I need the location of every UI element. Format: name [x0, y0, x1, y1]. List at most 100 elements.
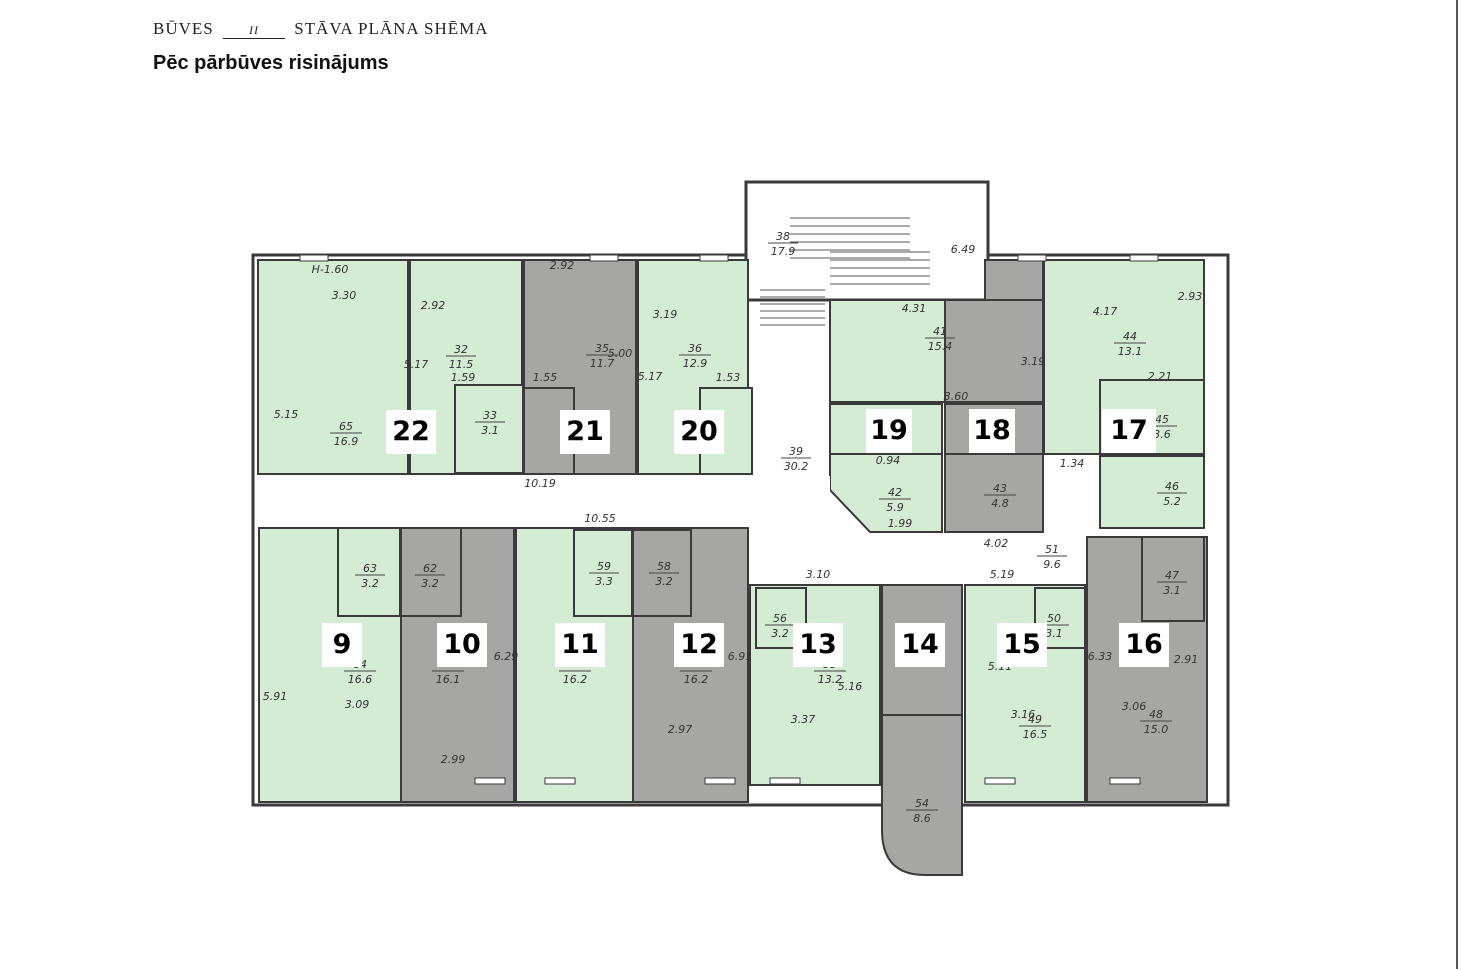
area-label-number: 51: [1045, 543, 1059, 556]
area-label-number: 33: [483, 409, 497, 422]
room-number-code: 44: [1123, 330, 1137, 343]
dimension-label: 3.30: [332, 289, 357, 302]
room-area-value: 16.5: [1023, 728, 1048, 741]
room-area-value: 5.9: [886, 501, 904, 514]
dimension-label: 5.17: [638, 370, 663, 383]
window-mark: [1129, 254, 1159, 262]
window-mark: [1109, 777, 1141, 785]
room-number-label-10: 10: [437, 623, 487, 667]
window-mark: [704, 777, 736, 785]
area-label-value: 11.5: [449, 358, 474, 371]
room-number-code: 36: [688, 342, 702, 355]
area-label-value: 3.1: [1045, 627, 1063, 640]
room-number-code: 65: [339, 420, 353, 433]
dimension-label: 6.49: [951, 243, 976, 256]
area-label-value: 3.2: [655, 575, 673, 588]
dimension-label: 2.92: [421, 299, 446, 312]
room-number-code: 42: [888, 486, 902, 499]
dimension-label: 4.17: [1093, 305, 1118, 318]
area-label-value: 9.6: [1043, 558, 1061, 571]
area-label-value: 3.6: [1153, 428, 1171, 441]
room-number-code: 48: [1149, 708, 1163, 721]
area-label-number: 39: [789, 445, 803, 458]
room-number-code: 35: [595, 342, 609, 355]
area-label-number: 41: [933, 325, 947, 338]
dimension-label: 3.37: [791, 713, 816, 726]
dimension-label: 3.19: [653, 308, 678, 321]
floor-number: II: [222, 23, 285, 39]
dimension-label: 1.99: [888, 517, 913, 530]
dimension-label: 1.59: [451, 371, 476, 384]
area-label-number: 62: [423, 562, 437, 575]
window-mark: [699, 254, 729, 262]
area-label-value: 3.2: [421, 577, 439, 590]
room-number-label-19: 19: [866, 409, 912, 453]
dimension-label: 3.10: [806, 568, 831, 581]
area-label-value: 15.4: [928, 340, 953, 353]
heading-right: STĀVA PLĀNA SHĒMA: [294, 19, 489, 38]
dimension-label: 10.55: [584, 512, 616, 525]
sanitary-cell: [400, 527, 462, 617]
dimension-label: 1.55: [533, 371, 558, 384]
room-number-code: 54: [915, 797, 929, 810]
area-label-number: 46: [1165, 480, 1179, 493]
sanitary-cell: [1141, 536, 1205, 622]
bay-window-room: [881, 714, 963, 876]
dimension-label: 6.29: [494, 650, 519, 663]
room-number-code: 43: [993, 482, 1007, 495]
area-label-value: 3.3: [595, 575, 613, 588]
window-mark: [589, 254, 619, 262]
sheet-edge-line: [1456, 0, 1458, 969]
room-area-value: 13.2: [818, 673, 843, 686]
room-number-label-12: 12: [674, 623, 724, 667]
dimension-label: 3.19: [1021, 355, 1046, 368]
area-label-number: 59: [597, 560, 611, 573]
dimension-label: 6.33: [1088, 650, 1113, 663]
dimension-label: 5.15: [274, 408, 299, 421]
area-label-number: 47: [1165, 569, 1179, 582]
room-area-value: 16.2: [684, 673, 709, 686]
dimension-label: 5.91: [263, 690, 288, 703]
sanitary-cell: [337, 527, 401, 617]
outer-wall: [251, 253, 1230, 807]
dimension-label: 2.21: [1148, 370, 1173, 383]
room-number-label-22: 22: [386, 410, 436, 454]
room-area-value: 16.9: [334, 435, 359, 448]
area-label-number: 63: [363, 562, 377, 575]
room-number-label-9: 9: [322, 623, 362, 667]
area-label-value: 3.2: [771, 627, 789, 640]
dimension-label: 6.91: [728, 650, 753, 663]
dimension-label: 10.19: [524, 477, 556, 490]
area-label-number: 58: [657, 560, 671, 573]
room-area-value: 13.1: [1118, 345, 1143, 358]
room-number-label-16: 16: [1119, 623, 1169, 667]
dimension-label: 2.99: [441, 753, 466, 766]
sheet-heading: BŪVES II STĀVA PLĀNA SHĒMA: [153, 19, 489, 39]
dimension-label: 2.91: [1174, 653, 1199, 666]
area-label-value: 17.9: [771, 245, 796, 258]
window-mark: [769, 777, 801, 785]
room-number-label-21: 21: [560, 410, 610, 454]
room-area-value: 16.6: [348, 673, 373, 686]
room-block: [944, 453, 1044, 533]
area-label-number: 56: [773, 612, 787, 625]
dimension-label: 4.02: [984, 537, 1009, 550]
dimension-label: 4.31: [902, 302, 927, 315]
area-label-value: 5.2: [1163, 495, 1181, 508]
dimension-label: 3.16: [1011, 708, 1036, 721]
stair-core-wall: [744, 180, 990, 302]
area-label-value: 30.2: [784, 460, 809, 473]
area-label-number: 32: [454, 343, 468, 356]
room-number-label-13: 13: [793, 623, 843, 667]
room-block: [984, 259, 1044, 301]
room-number-label-11: 11: [555, 623, 605, 667]
area-label-value: 3.1: [481, 424, 499, 437]
window-mark: [299, 254, 329, 262]
room-area-value: 16.2: [563, 673, 588, 686]
dimension-label: 0.94: [876, 454, 901, 467]
room-area-value: 15.0: [1144, 723, 1169, 736]
room-area-value: 12.9: [683, 357, 708, 370]
room-number-label-20: 20: [674, 410, 724, 454]
area-label-value: 3.1: [1163, 584, 1181, 597]
dimension-label: 2.92: [550, 259, 575, 272]
